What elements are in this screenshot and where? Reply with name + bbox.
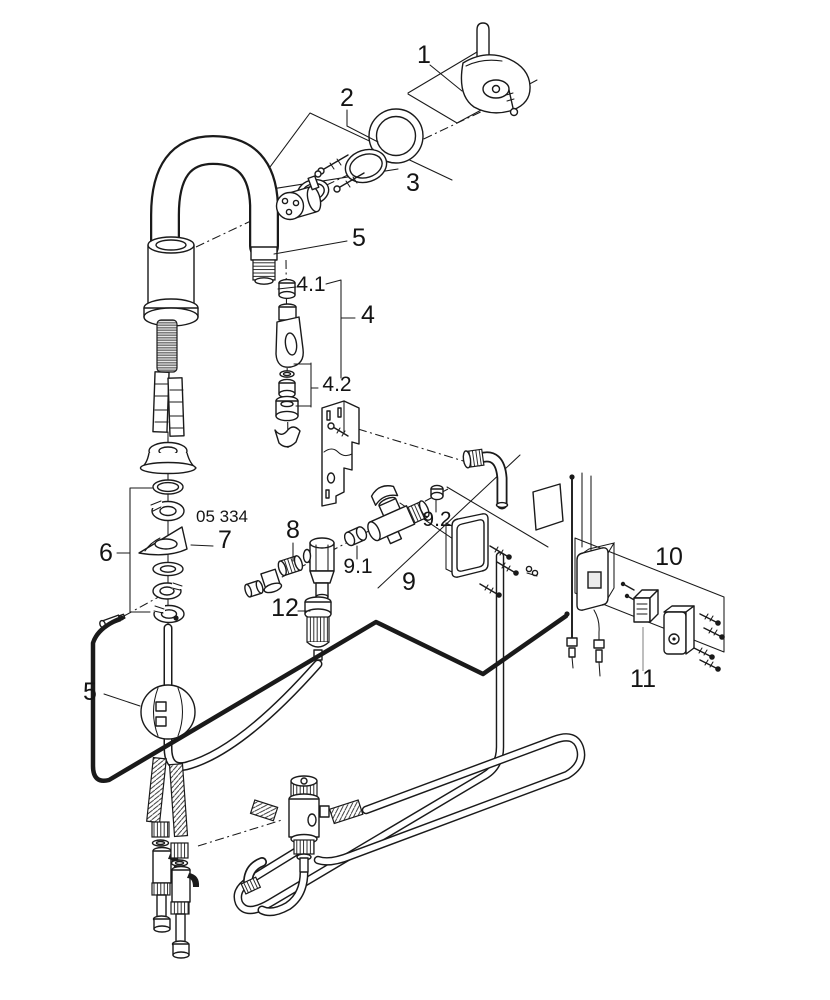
callout-2: 2 (340, 84, 354, 112)
c-clip-lower (153, 603, 185, 624)
supply-connections (146, 756, 200, 959)
cartridge (275, 170, 322, 221)
small-nut (244, 580, 264, 598)
cover-screws (693, 613, 725, 672)
valve-bushing-9-1 (343, 526, 368, 547)
handle-assembly (460, 22, 531, 117)
callout-4: 4 (361, 301, 375, 329)
battery (633, 589, 659, 623)
callout-1: 1 (417, 41, 431, 69)
callout-9-1: 9.1 (343, 555, 372, 578)
callout-4-2: 4.2 (322, 373, 351, 396)
handle-lever-stem (476, 22, 490, 60)
aerator-parts-4-2 (274, 370, 301, 448)
spray-head-parts (274, 278, 304, 448)
stack-o-ring (152, 479, 184, 495)
callout-8: 8 (286, 516, 300, 544)
valve-nut-9-2 (430, 484, 444, 501)
check-valve-assembly (240, 775, 364, 917)
cartridge-assembly (275, 108, 424, 221)
mounting-hardware (99, 441, 197, 629)
callout-9: 9 (402, 568, 416, 596)
part-number-note: 05 334 (196, 507, 248, 526)
o-ring (344, 148, 388, 184)
power-cable (90, 611, 570, 783)
hose-weight (140, 684, 196, 740)
callout-12: 12 (271, 594, 299, 622)
tee-fitting (302, 537, 335, 601)
cartridge-screws (317, 154, 365, 193)
stabilizer-plate (138, 526, 188, 556)
braided-hose-bundle (156, 319, 178, 373)
callout-9-2: 9.2 (422, 508, 451, 531)
stack-washer (152, 561, 184, 577)
c-clip-upper (152, 581, 184, 600)
elbow-fitting (462, 448, 509, 510)
supply-fitting-right (170, 842, 200, 959)
sensor-cable (566, 474, 578, 669)
bracket-screw (327, 422, 349, 437)
escutcheon (139, 441, 197, 475)
module-cable (593, 609, 605, 677)
module-cover (663, 605, 695, 655)
callout-3: 3 (406, 169, 420, 197)
wing-clip (525, 565, 539, 577)
valve-body (367, 485, 430, 545)
callout-labels: 1 2 3 4 4.1 4.2 5 5 6 7 8 9 9.1 9.2 10 1… (83, 41, 683, 706)
spray-clip (274, 426, 301, 448)
wall-bracket (321, 400, 360, 507)
hose-runs (163, 551, 586, 915)
spout-outlet-connector (250, 246, 278, 261)
spray-head (275, 303, 304, 368)
quick-connector (304, 596, 332, 661)
olive-fitting (277, 555, 304, 577)
housing-screws (479, 545, 519, 598)
callout-5-weight: 5 (83, 678, 97, 706)
horseshoe-washer (149, 499, 185, 522)
callout-10: 10 (655, 543, 683, 571)
callout-5-spout: 5 (352, 224, 366, 252)
compression-nut (260, 568, 283, 594)
handle-screw (505, 89, 519, 117)
faucet-spout (143, 135, 279, 445)
callout-11: 11 (630, 665, 656, 693)
control-module (576, 542, 725, 677)
callout-4-1: 4.1 (296, 273, 325, 296)
supply-hose-segments (152, 371, 185, 437)
callout-leaders (103, 64, 644, 707)
gasket-plate (532, 483, 564, 531)
mounting-housing (445, 513, 539, 598)
callout-6: 6 (99, 539, 113, 567)
solenoid-valve-assembly (244, 484, 444, 601)
callout-7: 7 (218, 526, 232, 554)
spray-adapter-4-1 (278, 278, 296, 300)
